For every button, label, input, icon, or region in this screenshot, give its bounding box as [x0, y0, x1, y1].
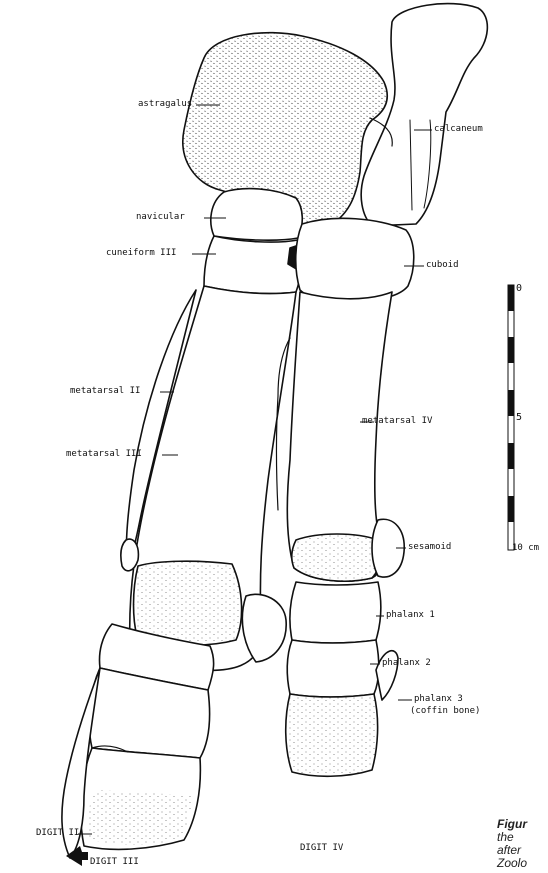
digit4-phalanx1 [290, 582, 381, 643]
caption-line-4: Zoolo [497, 857, 527, 869]
label-navicular: navicular [136, 213, 185, 222]
label-metatarsal-iii: metatarsal III [66, 450, 142, 459]
scale-label-0: 0 [516, 284, 522, 294]
label-cuboid: cuboid [426, 261, 459, 270]
cuneiform-bone [204, 236, 301, 294]
mt4-distal-condyle [292, 534, 380, 581]
label-metatarsal-iv: metatarsal IV [362, 417, 432, 426]
calcaneum-bone [361, 4, 487, 226]
label-coffin-bone: (coffin bone) [410, 707, 480, 716]
label-digit-iv: DIGIT IV [300, 844, 343, 853]
mt3-distal-condyle [134, 561, 242, 645]
label-phalanx-2: phalanx 2 [382, 659, 431, 668]
label-digit-ii: DIGIT II [36, 829, 79, 838]
caption-line-2: the [497, 831, 514, 843]
label-digit-iii: DIGIT III [90, 858, 139, 867]
label-metatarsal-ii: metatarsal II [70, 387, 140, 396]
scale-label-10cm: 10 cm [512, 544, 539, 553]
digit4-phalanx3-coffin [286, 694, 378, 776]
scale-bar [508, 285, 514, 550]
caption-line-1: Figur [497, 818, 527, 830]
cuboid-bone [296, 218, 414, 302]
label-phalanx-1: phalanx 1 [386, 611, 435, 620]
navicular-bone [211, 189, 302, 241]
digit4-phalanx2 [287, 640, 379, 697]
scale-label-5: 5 [516, 413, 522, 423]
label-astragalus: astragalus [138, 100, 192, 109]
label-phalanx-3: phalanx 3 [414, 695, 463, 704]
label-calcaneum: calcaneum [434, 125, 483, 134]
caption-line-3: after [497, 844, 521, 856]
label-sesamoid: sesamoid [408, 543, 451, 552]
label-cuneiform: cuneiform III [106, 249, 176, 258]
